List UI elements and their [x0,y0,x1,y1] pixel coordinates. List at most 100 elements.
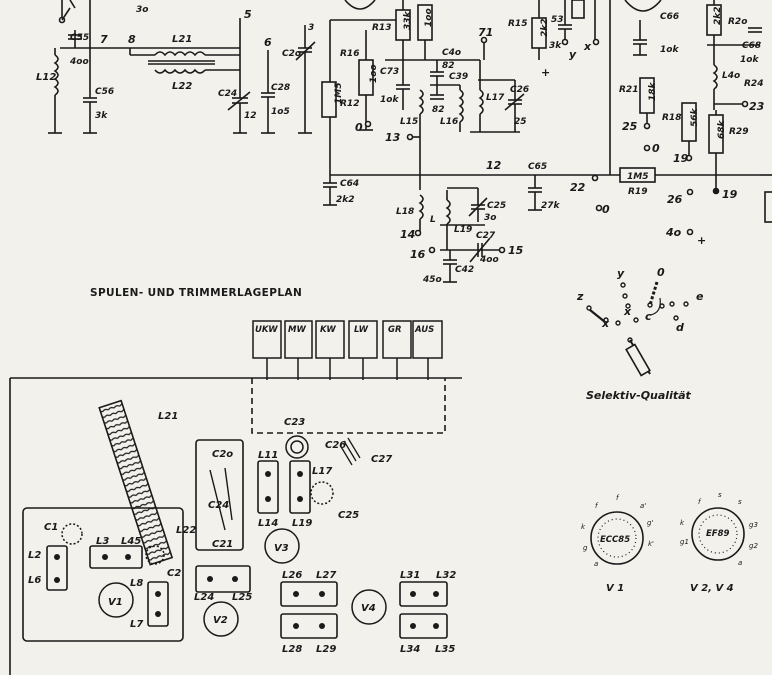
svg-text:f: f [595,502,599,510]
svg-text:4o: 4o [665,226,682,239]
svg-text:s: s [738,498,742,506]
svg-text:L31: L31 [400,570,420,581]
svg-text:C27: C27 [476,231,496,241]
svg-text:R13: R13 [372,23,391,33]
svg-text:1o5: 1o5 [271,107,290,117]
svg-text:L8: L8 [130,578,143,589]
svg-text:0: 0 [355,121,363,134]
svg-text:C27: C27 [371,454,392,465]
svg-text:3k: 3k [549,41,562,51]
svg-text:c: c [645,310,652,323]
socket-ef89-caption: V 2, V 4 [690,583,734,594]
selector-caption: Selektiv-Qualität [586,389,692,402]
svg-text:C64: C64 [340,179,359,189]
svg-text:14: 14 [400,228,415,241]
svg-text:L32: L32 [436,570,456,581]
svg-text:C56: C56 [95,87,114,97]
svg-text:1ok: 1ok [380,95,399,105]
svg-text:26: 26 [667,193,683,206]
svg-text:R2o: R2o [728,17,747,27]
svg-text:g: g [583,544,588,552]
svg-text:L29: L29 [316,644,336,655]
svg-text:18k: 18k [648,81,658,101]
svg-text:R18: R18 [662,113,681,123]
svg-text:82: 82 [442,61,455,71]
svg-text:C73: C73 [380,67,399,77]
svg-text:C42: C42 [455,265,474,275]
svg-text:L28: L28 [282,644,302,655]
schematic-labels: C55 4oo 7 8 L12 C56 3k L21 L22 5 6 C24 1… [36,5,765,285]
svg-text:L16: L16 [440,117,458,127]
svg-text:f: f [616,494,620,502]
svg-text:C26: C26 [325,440,346,451]
button-lw: LW [354,325,369,335]
svg-text:C25: C25 [487,201,506,211]
svg-text:56k: 56k [690,107,700,127]
circuit-schematic [48,0,772,283]
svg-text:0: 0 [602,203,610,216]
svg-text:R19: R19 [628,187,647,197]
svg-text:g': g' [647,519,653,527]
svg-text:L15: L15 [400,117,418,127]
svg-text:L17: L17 [312,466,332,477]
svg-text:g1: g1 [680,538,689,546]
svg-text:L45: L45 [121,536,141,547]
svg-text:L26: L26 [282,570,302,581]
svg-text:6: 6 [264,36,272,49]
svg-text:a: a [594,560,598,568]
svg-text:1ok: 1ok [740,55,759,65]
svg-text:C1: C1 [44,522,58,533]
svg-text:R21: R21 [619,85,638,95]
svg-text:C23: C23 [284,417,305,428]
svg-text:12: 12 [244,111,257,121]
svg-text:C55: C55 [70,33,89,43]
svg-text:L22: L22 [176,525,196,536]
svg-text:e: e [696,290,704,303]
svg-text:82: 82 [432,105,445,115]
svg-text:C2o: C2o [282,49,301,59]
svg-text:L22: L22 [172,81,192,92]
svg-text:a': a' [640,502,646,510]
svg-text:1oo: 1oo [424,8,434,27]
svg-text:C2o: C2o [212,449,233,460]
button-kw: KW [320,325,336,335]
svg-text:L27: L27 [316,570,336,581]
plan-labels: L21 C23 C26 C27 C2o C24 C21 L22 L11 L17 … [28,411,456,655]
svg-text:0: 0 [652,142,660,155]
svg-text:C25: C25 [338,510,359,521]
svg-text:L11: L11 [258,450,278,461]
svg-text:33k: 33k [403,10,413,30]
svg-text:1ok: 1ok [660,45,679,55]
svg-text:L3: L3 [96,536,109,547]
svg-text:L19: L19 [454,225,472,235]
svg-text:d: d [676,321,684,334]
svg-text:4oo: 4oo [69,57,89,67]
svg-text:L12: L12 [36,72,56,83]
svg-text:68k: 68k [717,119,727,139]
svg-text:R12: R12 [340,99,359,109]
svg-text:C24: C24 [218,89,237,99]
socket-ef89-name: EF89 [706,529,730,539]
svg-text:L6: L6 [28,575,41,586]
svg-text:+: + [541,66,550,79]
button-aus: AUS [414,325,434,335]
svg-text:27k: 27k [541,201,561,211]
svg-text:25: 25 [622,120,638,133]
svg-text:53: 53 [551,15,564,25]
svg-text:V1: V1 [108,597,123,608]
svg-text:R15: R15 [508,19,527,29]
svg-text:13: 13 [385,131,401,144]
svg-text:L25: L25 [232,592,252,603]
svg-text:C65: C65 [528,162,547,172]
svg-text:L21: L21 [158,411,178,422]
svg-text:z: z [576,290,584,303]
svg-text:4oo: 4oo [479,255,499,265]
svg-text:L4o: L4o [722,71,740,81]
svg-text:f: f [698,498,702,506]
svg-text:16: 16 [410,248,426,261]
svg-text:23: 23 [749,100,765,113]
svg-text:C4o: C4o [442,48,461,58]
button-bank: UKW MW KW LW GR AUS [252,320,443,380]
svg-text:22: 22 [570,181,586,194]
